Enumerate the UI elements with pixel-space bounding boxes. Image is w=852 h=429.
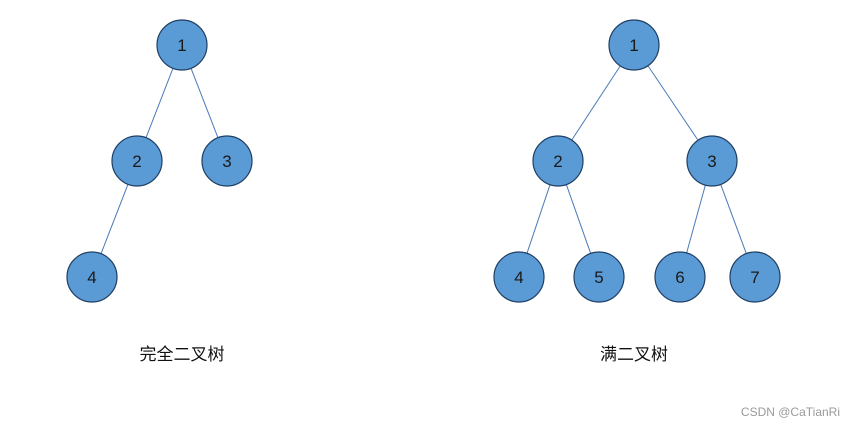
tree-edge <box>145 68 174 138</box>
node-circle <box>686 135 738 187</box>
node-label: 6 <box>675 268 684 287</box>
tree-node: 2 <box>532 135 584 187</box>
tree-edge <box>565 184 592 254</box>
node-circle <box>111 135 163 187</box>
watermark: CSDN @CaTianRi <box>740 405 840 419</box>
tree-edge <box>190 68 219 138</box>
tree-edge <box>571 65 621 141</box>
node-circle <box>493 251 545 303</box>
tree-node: 4 <box>493 251 545 303</box>
tree-node: 3 <box>201 135 253 187</box>
node-circle <box>729 251 781 303</box>
node-circle <box>156 19 208 71</box>
nodes-layer: 1 2 3 4 1 2 3 4 5 6 7 <box>66 19 781 303</box>
caption-full-binary-tree: 满二叉树 <box>600 345 668 365</box>
tree-node: 1 <box>156 19 208 71</box>
tree-node: 4 <box>66 251 118 303</box>
tree-edge <box>720 184 747 254</box>
tree-node: 5 <box>573 251 625 303</box>
node-label: 2 <box>132 152 141 171</box>
node-label: 3 <box>222 152 231 171</box>
node-circle <box>573 251 625 303</box>
caption-complete-binary-tree: 完全二叉树 <box>139 345 225 365</box>
node-label: 7 <box>750 268 759 287</box>
edges-layer <box>100 65 747 254</box>
node-circle <box>654 251 706 303</box>
node-circle <box>608 19 660 71</box>
node-label: 2 <box>553 152 562 171</box>
node-circle <box>66 251 118 303</box>
node-circle <box>532 135 584 187</box>
node-label: 4 <box>514 268 523 287</box>
tree-node: 1 <box>608 19 660 71</box>
node-circle <box>201 135 253 187</box>
node-label: 1 <box>177 36 186 55</box>
tree-node: 7 <box>729 251 781 303</box>
tree-edge <box>526 184 551 254</box>
node-label: 4 <box>87 268 96 287</box>
tree-edge <box>100 184 129 254</box>
tree-node: 2 <box>111 135 163 187</box>
tree-edge <box>686 184 706 254</box>
node-label: 5 <box>594 268 603 287</box>
tree-edge <box>647 65 699 141</box>
node-label: 3 <box>707 152 716 171</box>
tree-node: 3 <box>686 135 738 187</box>
node-label: 1 <box>629 36 638 55</box>
tree-node: 6 <box>654 251 706 303</box>
